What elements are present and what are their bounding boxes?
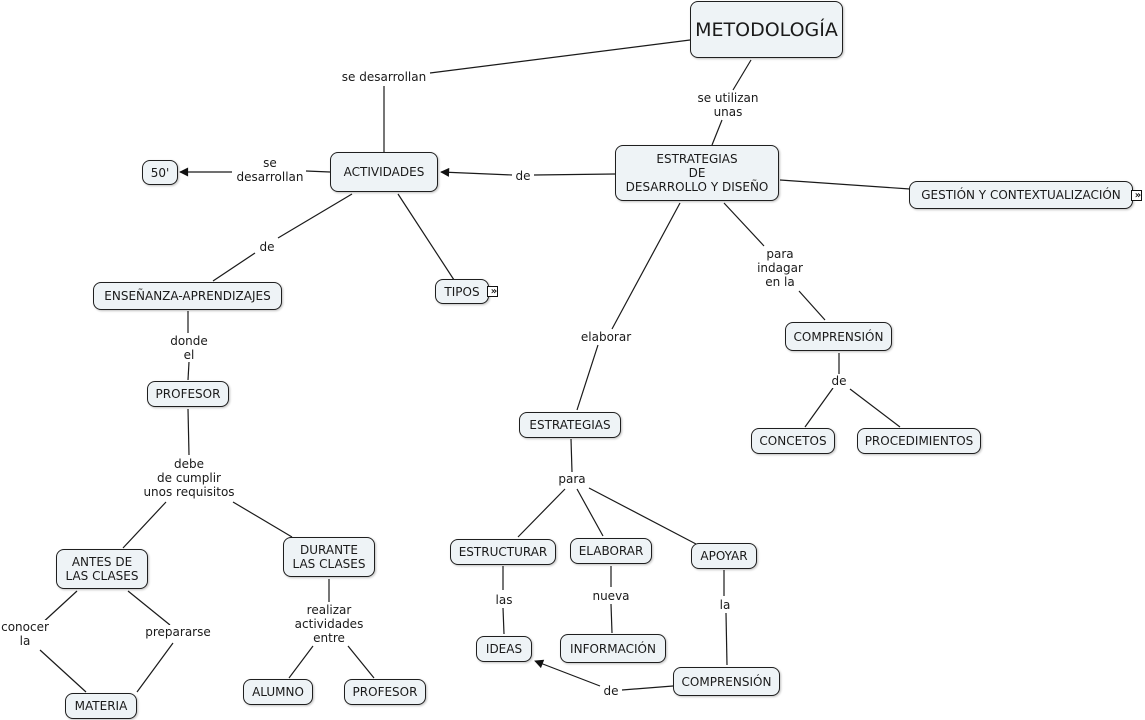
concept-actividades[interactable]: ACTIVIDADES	[330, 152, 438, 192]
linking-phrase: conocer la	[0, 620, 51, 648]
linking-phrase: debe de cumplir unos requisitos	[141, 457, 237, 499]
link-line	[187, 408, 190, 456]
link-line	[725, 612, 728, 666]
linking-phrase: prepararse	[143, 625, 213, 639]
link-line	[849, 388, 901, 428]
concept-profesor[interactable]: PROFESOR	[147, 381, 229, 407]
concept-ideas[interactable]: IDEAS	[476, 636, 532, 662]
link-line	[277, 193, 353, 239]
link-line	[39, 590, 78, 626]
concept-alumno[interactable]: ALUMNO	[243, 679, 313, 705]
linking-phrase: las	[493, 593, 515, 607]
concept-antes-de-las-clases[interactable]: ANTES DE LAS CLASES	[56, 549, 148, 589]
link-line	[611, 202, 681, 330]
link-line	[127, 590, 171, 626]
concept-procedimientos[interactable]: PROCEDIMIENTOS	[857, 428, 981, 454]
concept-tipos[interactable]: TIPOS	[435, 279, 489, 304]
link-line	[39, 649, 87, 693]
expand-submap-icon[interactable]: »	[1131, 190, 1142, 201]
link-line	[397, 193, 457, 284]
link-line	[533, 173, 616, 176]
concept-apoyar[interactable]: APOYAR	[691, 543, 757, 569]
concept-comprension[interactable]: COMPRENSIÓN	[785, 322, 892, 351]
linking-phrase: se utilizan unas	[695, 91, 761, 119]
link-line	[429, 39, 691, 74]
linking-phrase: se desarrollan	[339, 70, 429, 84]
link-line	[136, 642, 174, 693]
link-line	[288, 645, 314, 679]
link-line	[305, 170, 331, 173]
linking-phrase: nueva	[590, 589, 632, 603]
concept-durante-las-clases[interactable]: DURANTE LAS CLASES	[283, 537, 375, 577]
concept-materia[interactable]: MATERIA	[65, 693, 137, 719]
link-line	[576, 344, 599, 411]
concept-ensenanza-aprendizajes[interactable]: ENSEÑANZA-APRENDIZAJES	[93, 282, 282, 310]
link-line	[570, 438, 573, 473]
link-line	[621, 685, 674, 691]
linking-phrase: la	[717, 598, 733, 612]
link-line	[588, 487, 697, 545]
link-line	[723, 202, 765, 247]
concept-estrategias[interactable]: ESTRATEGIAS	[519, 412, 621, 438]
link-line	[711, 119, 723, 146]
link-line	[232, 501, 293, 538]
linking-phrase: de	[513, 169, 533, 183]
link-line	[534, 659, 601, 687]
linking-phrase: donde el	[168, 334, 210, 362]
linking-phrase: para indagar en la	[755, 247, 805, 289]
concept-estructurar[interactable]: ESTRUCTURAR	[450, 539, 556, 565]
linking-phrase: de	[257, 240, 277, 254]
link-line	[122, 501, 167, 549]
concept-estrategias-desarrollo-diseno[interactable]: ESTRATEGIAS DE DESARROLLO Y DISEÑO	[615, 145, 779, 201]
concept-comprension-2[interactable]: COMPRENSIÓN	[673, 667, 780, 696]
linking-phrase: de	[829, 374, 849, 388]
linking-phrase: realizar actividades entre	[292, 603, 366, 645]
link-line	[804, 387, 834, 428]
concept-50-minutes[interactable]: 50'	[142, 160, 178, 185]
link-line	[732, 59, 752, 91]
link-line	[798, 290, 826, 321]
linking-phrase: para	[556, 472, 588, 486]
concept-profesor-2[interactable]: PROFESOR	[344, 679, 426, 705]
link-line	[517, 488, 566, 538]
concept-gestion-contextualizacion[interactable]: GESTIÓN Y CONTEXTUALIZACIÓN	[909, 181, 1133, 209]
link-line	[347, 645, 375, 679]
link-line	[779, 179, 911, 190]
concept-elaborar[interactable]: ELABORAR	[570, 538, 652, 564]
expand-submap-icon[interactable]: »	[487, 286, 498, 297]
link-line	[502, 607, 505, 635]
concept-metodologia[interactable]: METODOLOGÍA	[690, 1, 843, 58]
linking-phrase: elaborar	[578, 330, 634, 344]
concept-concetos[interactable]: CONCETOS	[751, 428, 835, 454]
concept-informacion[interactable]: INFORMACIÓN	[560, 634, 666, 663]
link-line	[576, 488, 604, 537]
link-line	[440, 167, 513, 177]
linking-phrase: de	[601, 684, 621, 698]
link-line	[610, 603, 613, 634]
linking-phrase: se desarrollan	[234, 156, 306, 184]
link-line	[212, 252, 256, 282]
link-line	[187, 361, 190, 381]
